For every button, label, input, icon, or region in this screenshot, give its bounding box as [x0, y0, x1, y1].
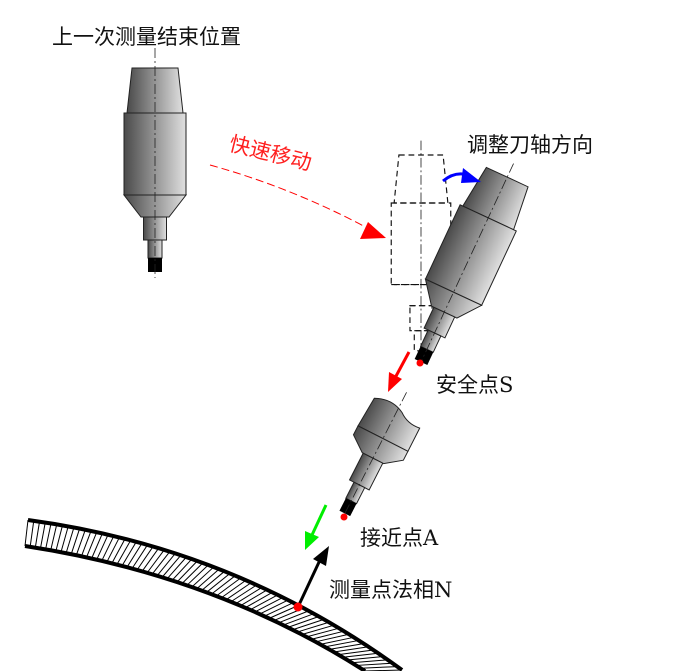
surface-hatch-line — [306, 627, 340, 638]
label-adjust-axis: 调整刀轴方向 — [467, 133, 593, 157]
surface-hatch-line — [196, 568, 220, 590]
surface-hatch-line — [131, 544, 148, 569]
surface-hatch-line — [220, 579, 247, 599]
surface-hatch-line — [29, 520, 35, 547]
safe-point-dot — [416, 359, 424, 367]
surface-hatch-line — [324, 639, 359, 648]
surface-hatch-line — [116, 540, 132, 565]
label-normal: 测量点法相N — [329, 578, 452, 602]
surface-hatch-line — [201, 570, 225, 591]
surface-hatch-line — [297, 621, 330, 633]
surface-hatch-line — [356, 662, 393, 666]
label-safe-point: 安全点S — [436, 373, 513, 397]
surface-hatch-line — [106, 537, 120, 563]
surface-hatch-line — [360, 666, 398, 669]
surface-hatch-line — [206, 573, 231, 593]
surface-hatch-line — [338, 649, 374, 656]
surface-hatch-line — [101, 535, 115, 562]
approach-point-dot — [340, 513, 348, 521]
safe-move-arrowhead-icon — [388, 372, 402, 392]
surface-hatch-line — [329, 643, 364, 650]
surface-hatch-line — [156, 553, 176, 577]
normal-arrowhead-icon — [313, 546, 329, 566]
surface-hatch-line — [34, 521, 41, 548]
surface-hatch-line — [191, 566, 215, 588]
surface-hatch-line — [70, 528, 81, 555]
surface-hatch-line — [333, 646, 369, 653]
surface-hatch-line — [121, 541, 137, 567]
surface-hatch-line — [230, 584, 257, 603]
surface-hatch-line — [301, 624, 335, 635]
surface-hatch-line — [45, 523, 52, 550]
probe-last-position — [122, 48, 188, 278]
surface-hatch-line — [259, 599, 289, 615]
normal-arrow — [296, 559, 322, 608]
surface-hatch-line — [161, 554, 182, 578]
surface-hatch-line — [141, 547, 160, 572]
surface-hatch-line — [80, 530, 92, 557]
surface-hatch-line — [55, 525, 63, 552]
rapid-move-arrow — [209, 164, 383, 237]
surface-hatch-line — [60, 526, 69, 553]
probe-approach — [339, 392, 421, 517]
probe-tilted — [414, 163, 529, 365]
surface-hatch-line — [136, 546, 154, 571]
surface-hatch-line — [278, 610, 309, 624]
approach-arrow — [310, 504, 328, 536]
surface-hatch-line — [240, 589, 268, 607]
surface-hatch-line — [186, 564, 209, 586]
surface-hatch-line — [287, 616, 320, 628]
label-last-position: 上一次测量结束位置 — [52, 25, 241, 49]
surface-hatch-line — [146, 549, 165, 574]
surface-hatch-line — [111, 538, 126, 564]
surface-hatch-line — [342, 652, 379, 658]
surface-hatch-line — [320, 636, 354, 645]
rapid-move-arrowhead-icon — [360, 222, 386, 239]
surface-hatch-line — [151, 551, 171, 575]
surface-hatch-line — [96, 534, 109, 560]
surface-hatch-line — [254, 597, 284, 613]
surface-hatch-line — [351, 659, 388, 664]
surface-hatch-line — [171, 558, 193, 581]
surface-hatch-line — [292, 618, 325, 631]
surface-hatch-line — [39, 522, 46, 549]
surface-hatch-line — [283, 613, 314, 626]
surface-hatch-line — [235, 586, 263, 605]
surface-hatch-line — [50, 524, 58, 551]
surface-hatch-line — [310, 630, 345, 640]
surface-hatch-line — [264, 602, 294, 617]
label-approach-point: 接近点A — [360, 526, 439, 550]
surface-hatch-line — [86, 531, 98, 558]
surface-hatch-line — [181, 562, 204, 585]
approach-arrowhead-icon — [305, 531, 319, 550]
surface-hatch-line — [211, 575, 236, 595]
surface-hatch-line — [65, 527, 75, 554]
surface-hatch-line — [166, 556, 187, 580]
surface-hatch-line — [216, 577, 241, 597]
safe-move-arrow — [393, 351, 411, 379]
surface-hatch-line — [315, 633, 350, 643]
surface-hatch-line — [249, 594, 278, 611]
surface-hatch-line — [126, 543, 143, 568]
workpiece-surface — [24, 518, 404, 671]
surface-hatch-line — [176, 560, 198, 583]
surface-hatch-line — [91, 533, 103, 559]
surface-hatch-line — [24, 519, 29, 547]
surface-hatch-line — [225, 582, 252, 601]
rotate-axis-arrowhead-icon — [461, 168, 481, 183]
surface-hatch-line — [75, 529, 86, 556]
surface-hatch-line — [245, 591, 273, 609]
surface-hatch-line — [347, 656, 384, 661]
label-rapid-move: 快速移动 — [227, 132, 314, 176]
measure-point-dot — [293, 602, 303, 612]
